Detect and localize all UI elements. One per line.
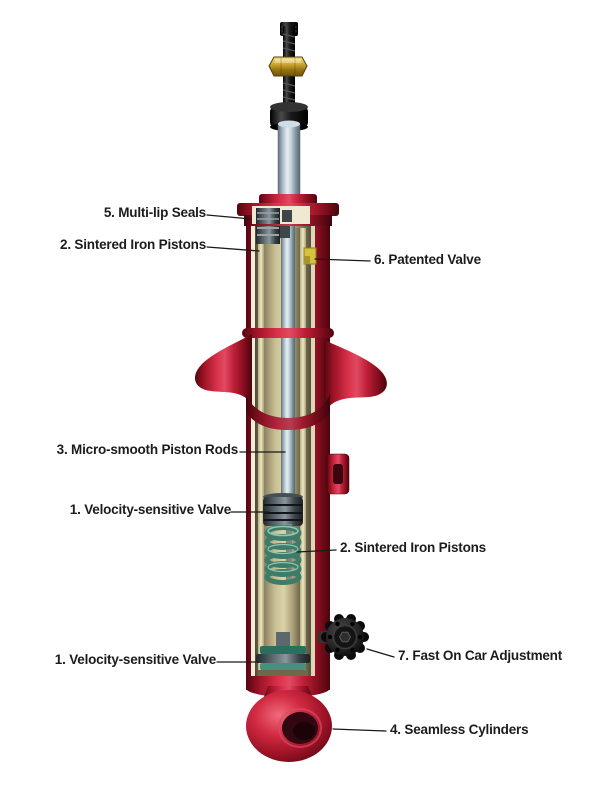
multi-lip-seal-pack: [256, 222, 290, 244]
foot-valve: [256, 632, 310, 676]
leader-line-multi-lip-seals: [206, 214, 252, 220]
spring-perch-right-wing: [324, 340, 387, 413]
label-velocity-sensitive-valve-lower: 1. Velocity-sensitive Valve: [54, 652, 216, 667]
leader-line-sintered-pistons-upper: [206, 246, 260, 252]
piston-spring: [264, 524, 302, 585]
adjustment-gear: [318, 614, 369, 660]
cut-edge-left: [251, 224, 255, 676]
rod-stem-group: [268, 22, 308, 213]
top-cap: [237, 194, 339, 226]
chrome-piston-rod: [277, 120, 301, 213]
label-multi-lip-seals: 5. Multi-lip Seals: [103, 205, 206, 220]
label-velocity-sensitive-valve-upper: 1. Velocity-sensitive Valve: [69, 502, 231, 517]
label-seamless-cylinders: 4. Seamless Cylinders: [390, 722, 529, 737]
label-sintered-iron-pistons-upper: 2. Sintered Iron Pistons: [60, 237, 206, 252]
spring-perch-cup: [246, 394, 330, 430]
label-micro-smooth-piston-rods: 3. Micro-smooth Piston Rods: [56, 442, 239, 457]
gear-center-hex: [338, 631, 352, 643]
piston-rod-inner: [281, 226, 295, 500]
cutaway-window: [251, 222, 317, 676]
cut-edge-right: [311, 224, 315, 676]
brass-nut: [268, 56, 308, 77]
leader-line-fast-adjustment: [366, 648, 395, 658]
spring-perch-left-wing: [195, 334, 252, 406]
spring-perch: [195, 328, 387, 430]
mounting-bracket: [326, 453, 350, 495]
inner-cylinder-wall-right: [300, 228, 306, 672]
label-sintered-iron-pistons-lower: 2. Sintered Iron Pistons: [340, 540, 486, 555]
bottom-eyelet: [246, 686, 332, 762]
leader-line-seamless-cylinders: [332, 728, 387, 732]
inner-cylinder-wall-left: [258, 228, 264, 672]
leader-lines: [206, 214, 395, 732]
leader-line-patented-valve: [314, 258, 371, 262]
patented-valve-part: [303, 247, 317, 265]
label-patented-valve: 6. Patented Valve: [374, 252, 481, 267]
leader-line-sintered-pistons-lower: [296, 549, 337, 553]
upper-piston: [263, 493, 303, 526]
label-fast-on-car-adjustment: 7. Fast On Car Adjustment: [398, 648, 563, 663]
